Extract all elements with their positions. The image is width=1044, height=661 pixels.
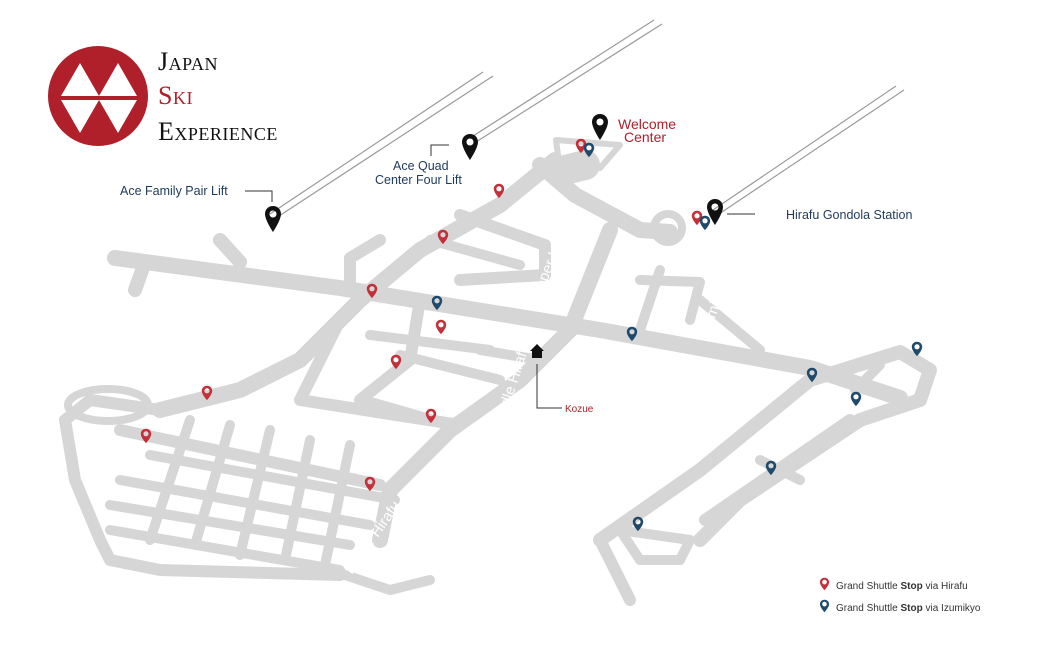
legend-hirafu: Grand Shuttle Stop via Hirafu <box>836 581 968 592</box>
logo-text-japan: Japan <box>158 47 218 76</box>
district-upper-hirafu: Upper Hirafu <box>528 216 576 301</box>
logo-text-experience: Experience <box>158 117 278 146</box>
landmark-labels: Welcome Center Ace Quad Center Four Lift… <box>120 116 913 415</box>
landmark-pins <box>265 114 723 358</box>
ace-quad-pin-icon[interactable] <box>462 134 478 160</box>
road-network <box>59 137 937 606</box>
logo-text-ski: Ski <box>158 81 193 110</box>
kozue-house-icon[interactable] <box>530 344 544 358</box>
map-pin-red-icon <box>819 577 830 591</box>
district-lower-hirafu: Lower Hirafu <box>341 498 404 577</box>
welcome-center-label-2: Center <box>624 129 666 145</box>
logo-mountain-icon <box>61 63 99 96</box>
legend-izumikyo: Grand Shuttle Stop via Izumikyo <box>836 603 981 614</box>
japan-ski-experience-logo: Japan Ski Experience <box>48 46 278 146</box>
ace-quad-label-2: Center Four Lift <box>375 173 462 187</box>
lift-lines <box>269 19 905 219</box>
map-pin-red-icon[interactable] <box>435 319 447 335</box>
map-pin-blue-icon <box>819 599 830 613</box>
map-legend: Grand Shuttle Stop via Hirafu Grand Shut… <box>819 577 981 614</box>
welcome-center-pin-icon[interactable] <box>592 114 608 140</box>
district-east-village: East Village <box>812 451 876 522</box>
ace-family-pin-icon[interactable] <box>265 206 281 232</box>
ace-quad-label-1: Ace Quad <box>393 159 449 173</box>
kozue-label: Kozue <box>565 404 594 415</box>
welcome-center-label-1: Welcome <box>618 116 676 132</box>
hirafu-gondola-label: Hirafu Gondola Station <box>786 208 913 222</box>
map-pin-blue-icon[interactable] <box>699 215 711 231</box>
ace-family-label: Ace Family Pair Lift <box>120 184 228 198</box>
map-pin-blue-icon[interactable] <box>850 391 862 407</box>
